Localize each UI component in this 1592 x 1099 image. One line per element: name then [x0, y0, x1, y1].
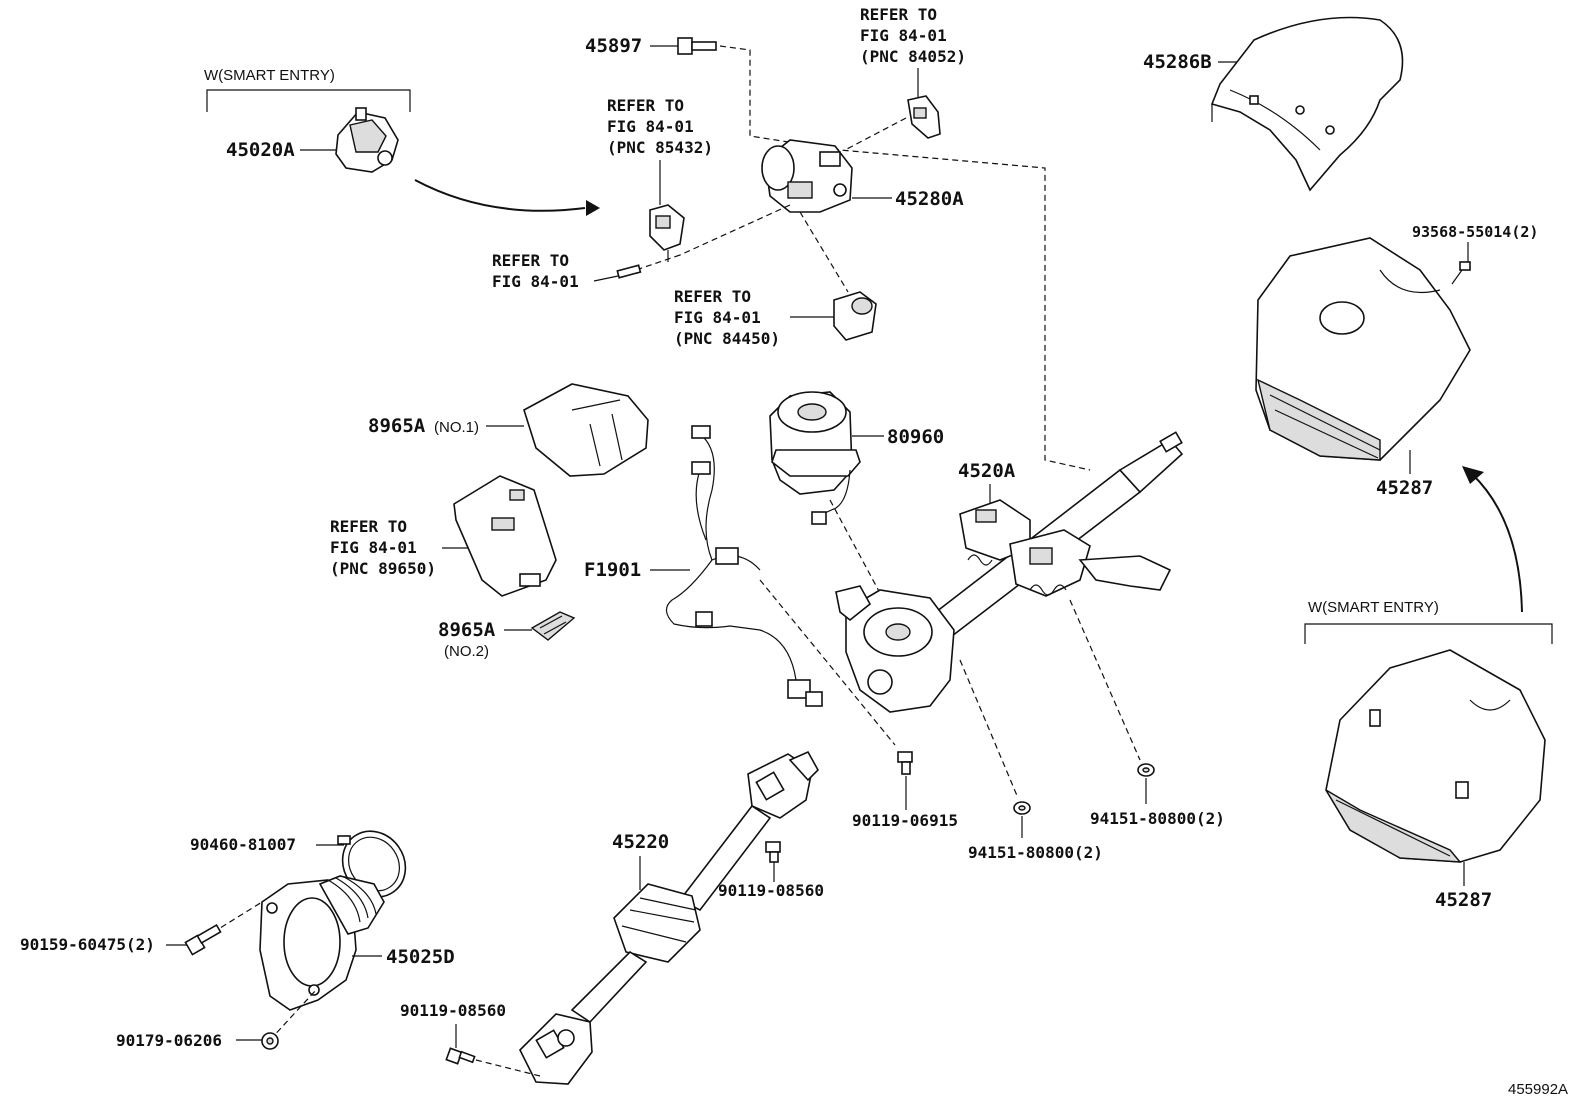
refer-84450-line2: FIG 84-01 — [674, 308, 761, 327]
part-F1901-group: F1901 — [584, 425, 896, 746]
part-45286B-upper-cover — [1210, 16, 1404, 192]
part-80960-eps-motor — [769, 391, 861, 525]
label-90159-60475: 90159-60475(2) — [20, 935, 155, 954]
refer-85432-line2: FIG 84-01 — [607, 117, 694, 136]
part-4520A-steering-column — [835, 431, 1184, 713]
part-45025D-group: 45025D — [203, 875, 455, 1041]
label-8965A-no2-suffix: (NO.2) — [444, 643, 489, 660]
part-84052-switch — [907, 95, 941, 139]
part-89650-ecu-module — [453, 475, 557, 597]
figure-id: 455992A — [1508, 1081, 1568, 1098]
refer-84052-line3: (PNC 84052) — [860, 47, 966, 66]
part-90119-06915-bolt — [897, 751, 913, 775]
label-94151-80800-a: 94151-80800(2) — [968, 843, 1103, 862]
part-94151-b-group: 94151-80800(2) — [1090, 763, 1225, 828]
part-8965A-no1-cover — [523, 383, 649, 477]
label-45280A: 45280A — [895, 188, 964, 210]
label-90119-06915: 90119-06915 — [852, 811, 958, 830]
part-84450-switch — [833, 291, 877, 341]
refer-84450-line1: REFER TO — [674, 287, 751, 306]
refer-89650-group: REFER TO FIG 84-01 (PNC 89650) — [330, 475, 557, 597]
part-85432-switch — [649, 204, 685, 262]
label-90119-08560-b: 90119-08560 — [400, 1001, 506, 1020]
refer-85432-line1: REFER TO — [607, 96, 684, 115]
label-45897: 45897 — [585, 35, 642, 57]
part-90119-06915-group: 90119-06915 — [852, 751, 958, 830]
part-90159-bolt — [184, 923, 222, 956]
refer-84450-line3: (PNC 84450) — [674, 329, 780, 348]
part-4520A-group: 4520A — [835, 431, 1184, 799]
smart-entry-right-label: W(SMART ENTRY) — [1308, 599, 1439, 616]
refer-89650-line3: (PNC 89650) — [330, 559, 436, 578]
label-45287-bottom: 45287 — [1435, 889, 1492, 911]
label-90179-06206: 90179-06206 — [116, 1031, 222, 1050]
arrow-smart-entry-right — [1471, 473, 1523, 613]
label-8965A-no2-code: 8965A — [438, 619, 496, 641]
part-90179-group: 90179-06206 — [116, 1031, 279, 1050]
part-45897-group: 45897 — [585, 35, 1091, 471]
part-45287-top-group: 45287 — [1255, 237, 1471, 499]
refer-fig-line2: FIG 84-01 — [492, 272, 579, 291]
label-45286B: 45286B — [1143, 51, 1212, 73]
refer-84052-line1: REFER TO — [860, 5, 937, 24]
label-45287-top: 45287 — [1376, 477, 1433, 499]
label-8965A-no1-code: 8965A — [368, 415, 426, 437]
refer-85432-line3: (PNC 85432) — [607, 138, 713, 157]
part-93568-screw — [1451, 261, 1471, 285]
smart-entry-right-group: W(SMART ENTRY) 45287 — [1304, 466, 1553, 911]
part-45280A-group: 45280A — [635, 139, 964, 293]
refer-84052-line2: FIG 84-01 — [860, 26, 947, 45]
part-45286B-group: 45286B — [1143, 16, 1404, 192]
part-90119-08560-b-group: 90119-08560 — [400, 1001, 541, 1077]
refer-85432-group: REFER TO FIG 84-01 (PNC 85432) — [607, 96, 713, 262]
smart-entry-left-label: W(SMART ENTRY) — [204, 67, 335, 84]
part-90159-group: 90159-60475(2) — [20, 923, 222, 956]
smart-entry-left-bracket — [206, 89, 411, 112]
part-45287-top-lower-cover — [1255, 237, 1471, 461]
part-90179-nut — [261, 1032, 279, 1050]
label-45025D: 45025D — [386, 946, 455, 968]
refer-fig-line1: REFER TO — [492, 251, 569, 270]
refer-84450-group: REFER TO FIG 84-01 (PNC 84450) — [674, 287, 877, 348]
label-94151-80800-b: 94151-80800(2) — [1090, 809, 1225, 828]
part-screw-small — [616, 264, 642, 279]
label-90460-81007: 90460-81007 — [190, 835, 296, 854]
part-94151-a-group: 94151-80800(2) — [968, 801, 1103, 862]
part-94151-a-nut — [1013, 801, 1031, 815]
part-94151-b-nut — [1137, 763, 1155, 777]
refer-89650-line1: REFER TO — [330, 517, 407, 536]
label-93568-55014: 93568-55014(2) — [1412, 223, 1538, 241]
part-8965A-no2-pad — [530, 611, 576, 641]
part-45220-group: 45220 — [519, 750, 819, 1085]
part-90119-08560-a-bolt — [765, 841, 781, 863]
label-45220: 45220 — [612, 831, 669, 853]
refer-fig-screw-group: REFER TO FIG 84-01 — [492, 251, 642, 291]
part-8965A-no1-group: 8965A (NO.1) — [368, 383, 649, 477]
part-90119-08560-a-group: 90119-08560 — [718, 841, 824, 900]
part-45287-bottom-lower-cover — [1325, 649, 1546, 863]
part-90119-08560-b-bolt — [445, 1047, 476, 1065]
part-8965A-no2-group: 8965A (NO.2) — [438, 611, 576, 660]
part-45897-bolt — [677, 37, 717, 55]
smart-entry-right-bracket — [1304, 623, 1553, 644]
refer-89650-line2: FIG 84-01 — [330, 538, 417, 557]
arrow-smart-entry-left — [414, 179, 586, 212]
refer-84052-group: REFER TO FIG 84-01 (PNC 84052) — [844, 5, 966, 151]
part-80960-group: 80960 — [769, 391, 944, 609]
label-4520A: 4520A — [958, 460, 1016, 482]
smart-entry-left-group: W(SMART ENTRY) 45020A — [204, 67, 600, 216]
part-F1901-wire-harness — [665, 425, 823, 707]
part-45025D-dust-boot — [259, 875, 385, 1011]
label-F1901: F1901 — [584, 559, 641, 581]
part-45280A-lock-housing — [761, 139, 853, 213]
part-45220-intermediate-shaft — [519, 750, 819, 1085]
label-90119-08560-a: 90119-08560 — [718, 881, 824, 900]
part-93568-group: 93568-55014(2) — [1412, 223, 1538, 285]
part-45020A-smart-lock — [335, 107, 399, 173]
label-8965A-no1-suffix: (NO.1) — [434, 419, 479, 436]
label-45020A: 45020A — [226, 139, 295, 161]
label-80960: 80960 — [887, 426, 944, 448]
